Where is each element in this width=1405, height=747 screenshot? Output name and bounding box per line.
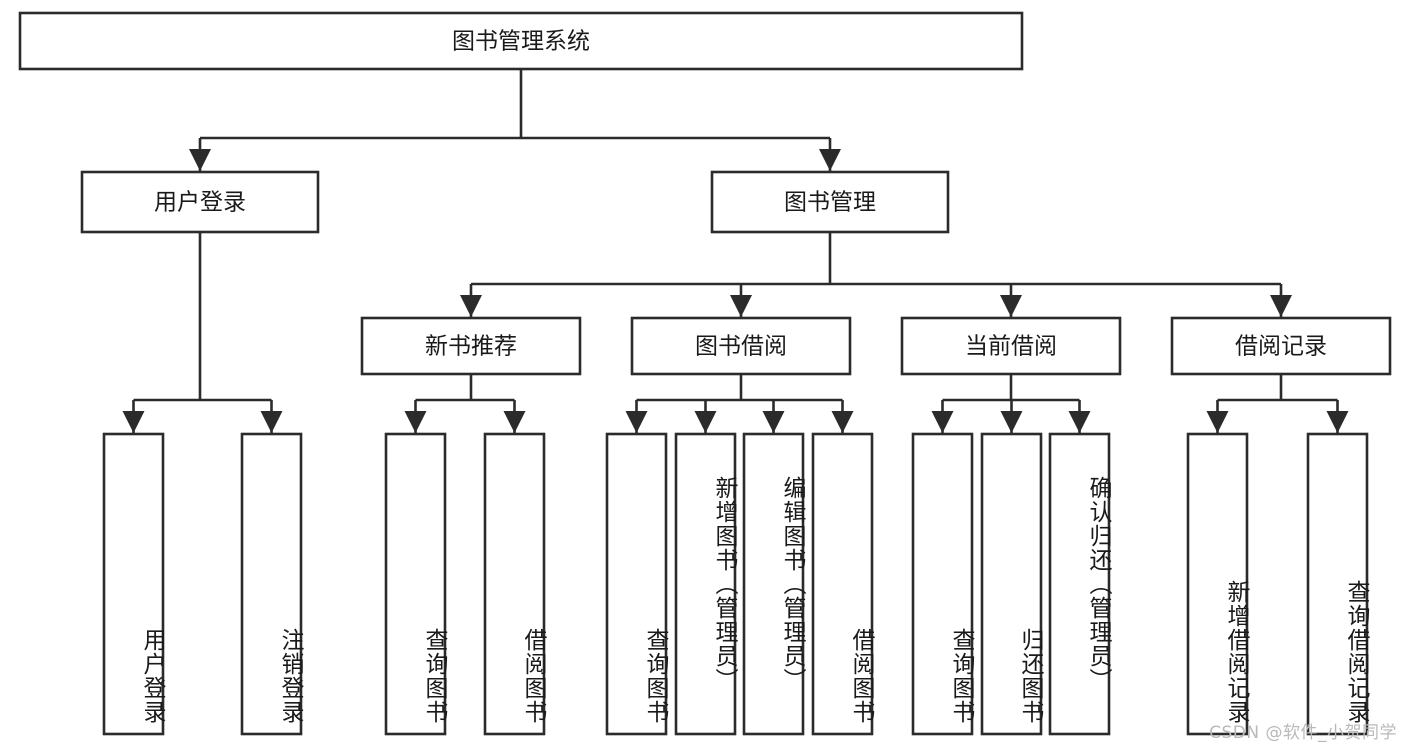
- arrow-head-icon: [931, 411, 954, 433]
- node-box-root: [18, 11, 1024, 71]
- node-leaf6[interactable]: [674, 432, 737, 736]
- node-box-leaf1: [102, 432, 165, 736]
- node-leaf13[interactable]: [1306, 432, 1369, 736]
- node-leaf11[interactable]: [1048, 432, 1111, 736]
- node-box-records: [1170, 316, 1392, 376]
- arrow-head-icon: [831, 411, 854, 433]
- arrow-head-icon: [122, 411, 145, 433]
- node-box-leaf12: [1186, 432, 1249, 736]
- arrow-head-icon: [694, 411, 717, 433]
- node-label-login: 用户登录: [154, 190, 246, 216]
- node-box-leaf11: [1048, 432, 1111, 736]
- node-label-current: 当前借阅: [965, 334, 1057, 360]
- node-leaf10[interactable]: [980, 432, 1043, 736]
- node-box-leaf10: [980, 432, 1043, 736]
- node-leaf2[interactable]: [240, 432, 303, 736]
- node-box-leaf6: [674, 432, 737, 736]
- arrow-head-icon: [819, 149, 841, 171]
- node-box-leaf9: [911, 432, 974, 736]
- arrow-head-icon: [762, 411, 785, 433]
- node-box-borrow: [630, 316, 852, 376]
- node-leaf5[interactable]: [605, 432, 668, 736]
- node-label-borrow: 图书借阅: [695, 334, 787, 360]
- node-box-leaf5: [605, 432, 668, 736]
- arrow-head-icon: [460, 295, 482, 317]
- node-box-leaf4: [483, 432, 546, 736]
- node-leaf1[interactable]: [102, 432, 165, 736]
- node-label-root: 图书管理系统: [452, 29, 590, 55]
- node-leaf12[interactable]: [1186, 432, 1249, 736]
- arrow-head-icon: [1326, 411, 1349, 433]
- node-current[interactable]: 当前借阅: [900, 316, 1122, 376]
- node-bookmgmt[interactable]: 图书管理: [710, 170, 950, 234]
- node-box-leaf3: [384, 432, 447, 736]
- arrow-head-icon: [625, 411, 648, 433]
- node-box-leaf13: [1306, 432, 1369, 736]
- node-box-current: [900, 316, 1122, 376]
- node-label-records: 借阅记录: [1235, 334, 1327, 360]
- node-leaf9[interactable]: [911, 432, 974, 736]
- arrow-head-icon: [260, 411, 283, 433]
- arrow-head-icon: [189, 149, 211, 171]
- node-records[interactable]: 借阅记录: [1170, 316, 1392, 376]
- arrow-head-icon: [404, 411, 427, 433]
- arrow-head-icon: [1206, 411, 1229, 433]
- node-root[interactable]: 图书管理系统: [18, 11, 1024, 71]
- csdn-watermark: CSDN @软件_小贺同学: [1209, 723, 1397, 743]
- node-leaf7[interactable]: [742, 432, 805, 736]
- node-box-newbook: [360, 316, 582, 376]
- arrow-head-icon: [1068, 411, 1091, 433]
- node-borrow[interactable]: 图书借阅: [630, 316, 852, 376]
- arrow-head-icon: [730, 295, 752, 317]
- node-box-leaf2: [240, 432, 303, 736]
- node-box-leaf8: [811, 432, 874, 736]
- arrow-head-icon: [1270, 295, 1292, 317]
- node-login[interactable]: 用户登录: [80, 170, 320, 234]
- arrow-head-icon: [1000, 411, 1023, 433]
- node-box-leaf7: [742, 432, 805, 736]
- node-leaf3[interactable]: [384, 432, 447, 736]
- node-box-login: [80, 170, 320, 234]
- node-box-bookmgmt: [710, 170, 950, 234]
- node-leaf8[interactable]: [811, 432, 874, 736]
- edges-layer: [122, 69, 1349, 433]
- node-label-newbook: 新书推荐: [425, 334, 517, 360]
- arrow-head-icon: [1000, 295, 1022, 317]
- arrow-head-icon: [503, 411, 526, 433]
- node-label-bookmgmt: 图书管理: [784, 190, 876, 216]
- node-leaf4[interactable]: [483, 432, 546, 736]
- node-newbook[interactable]: 新书推荐: [360, 316, 582, 376]
